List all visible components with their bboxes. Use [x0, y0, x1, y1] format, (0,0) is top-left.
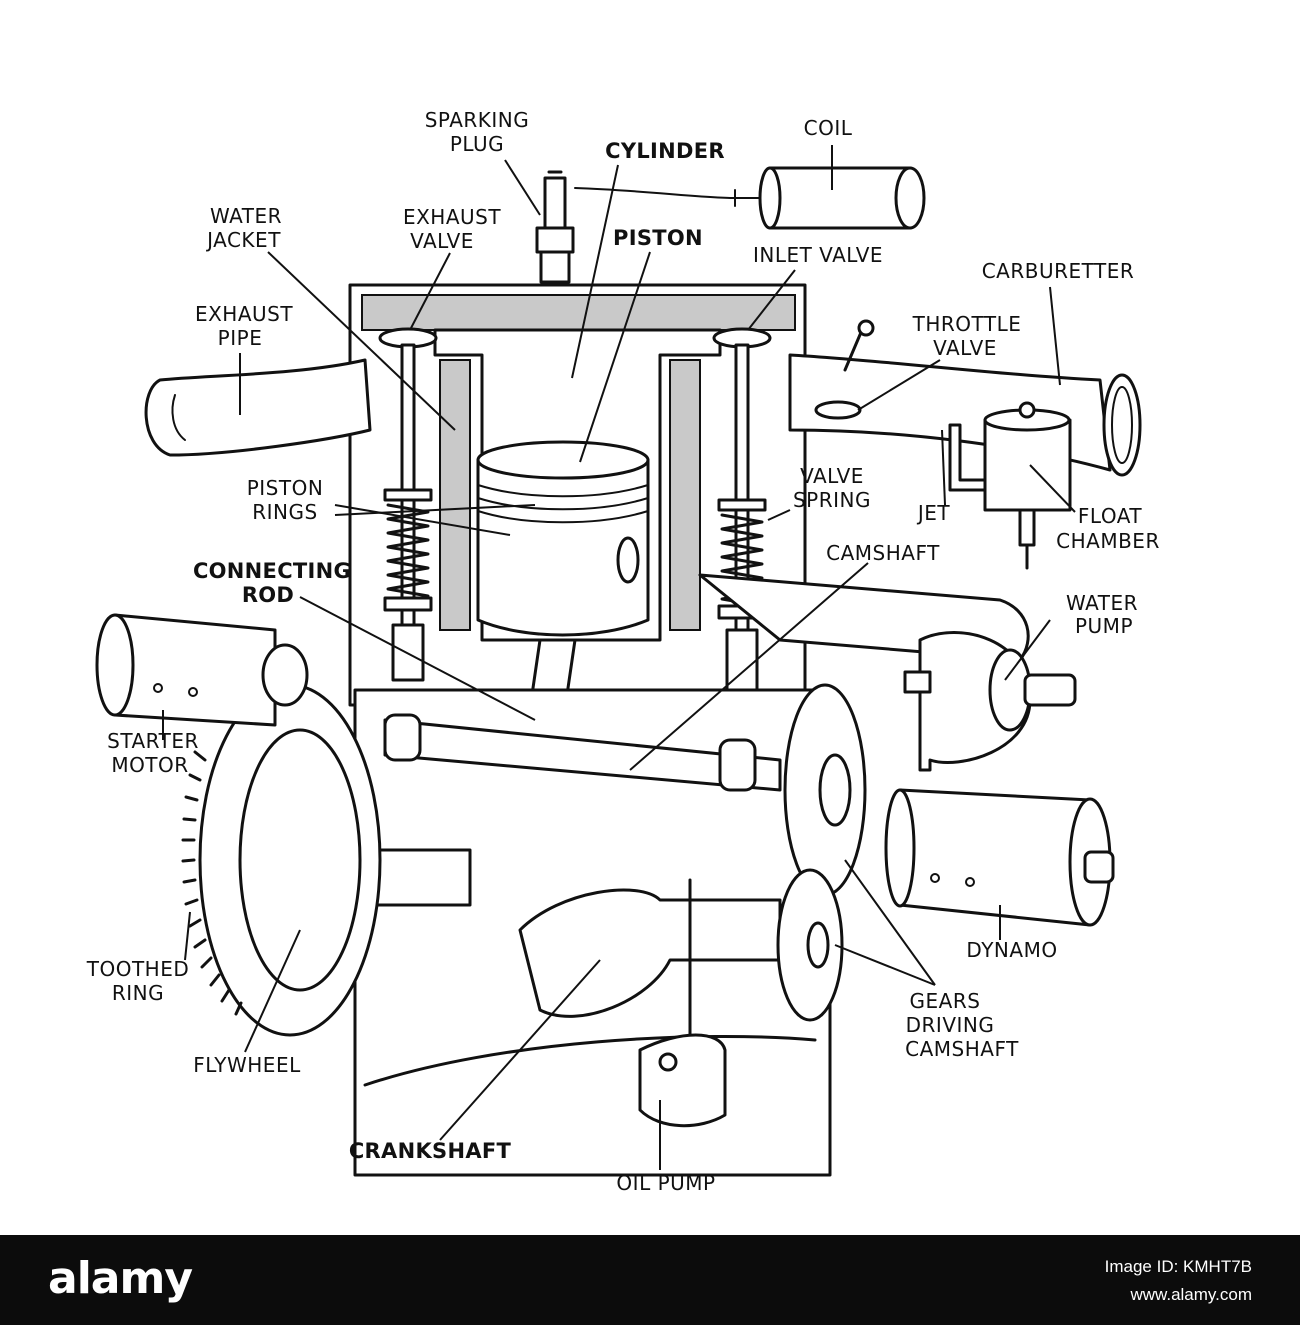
label-oil-pump: OIL PUMP: [616, 1171, 715, 1195]
label-exhaust-pipe: EXHAUST: [195, 302, 293, 326]
label-flywheel: FLYWHEEL: [193, 1053, 301, 1077]
camshaft-gears: [776, 683, 867, 1022]
label-water-jacket: WATER: [210, 204, 282, 228]
label-float-chamber: CHAMBER: [1056, 529, 1160, 553]
label-cylinder: CYLINDER: [605, 139, 725, 163]
label-jet: JET: [916, 501, 951, 525]
label-throttle-valve: VALVE: [933, 336, 997, 360]
label-exhaust-valve: EXHAUST: [403, 205, 501, 229]
label-coil: COIL: [804, 116, 853, 140]
camshaft: [383, 713, 782, 792]
label-exhaust-pipe: PIPE: [218, 326, 263, 350]
label-piston-rings: PISTON: [247, 476, 324, 500]
label-valve-spring: SPRING: [793, 488, 871, 512]
label-dynamo: DYNAMO: [966, 938, 1057, 962]
label-sparking-plug: SPARKING: [425, 108, 530, 132]
coil: [574, 166, 926, 230]
alamy-logo: alamy: [48, 1253, 193, 1304]
engine-drawing: [95, 166, 1142, 1177]
float-chamber: [948, 401, 1072, 570]
label-gears-driving-camshaft: GEARS: [910, 989, 981, 1013]
engine-diagram: SPARKING PLUG CYLINDER COIL WATER JACKET…: [85, 108, 1160, 1195]
label-float-chamber: FLOAT: [1078, 504, 1142, 528]
label-gears-driving-camshaft: CAMSHAFT: [905, 1037, 1019, 1061]
water-pump: [698, 573, 1077, 772]
label-throttle-valve: THROTTLE: [912, 312, 1022, 336]
label-water-pump: PUMP: [1075, 614, 1133, 638]
label-connecting-rod: ROD: [242, 583, 294, 607]
watermark-footer: alamy Image ID: KMHT7B www.alamy.com: [0, 1235, 1300, 1325]
dynamo: [884, 788, 1115, 927]
label-water-jacket: JACKET: [205, 228, 281, 252]
label-toothed-ring: TOOTHED: [86, 957, 190, 981]
oil-pump: [638, 878, 727, 1128]
label-starter-motor: MOTOR: [111, 753, 188, 777]
label-piston-rings: RINGS: [252, 500, 317, 524]
starter-motor: [95, 613, 309, 727]
label-piston: PISTON: [613, 226, 703, 250]
label-crankshaft: CRANKSHAFT: [349, 1139, 512, 1163]
leader-lines: [162, 145, 1076, 1170]
label-starter-motor: STARTER: [107, 729, 199, 753]
labels: SPARKING PLUG CYLINDER COIL WATER JACKET…: [86, 108, 1160, 1195]
label-camshaft: CAMSHAFT: [826, 541, 940, 565]
image-site-text: www.alamy.com: [1130, 1285, 1252, 1304]
exhaust-pipe: [144, 358, 372, 457]
image-id-text: Image ID: KMHT7B: [1104, 1257, 1252, 1276]
label-gears-driving-camshaft: DRIVING: [906, 1013, 995, 1037]
flywheel: [181, 683, 382, 1037]
label-toothed-ring: RING: [112, 981, 164, 1005]
label-exhaust-valve: VALVE: [410, 229, 474, 253]
label-water-pump: WATER: [1066, 591, 1138, 615]
label-carburetter: CARBURETTER: [982, 259, 1135, 283]
label-sparking-plug: PLUG: [450, 132, 504, 156]
label-connecting-rod: CONNECTING: [193, 559, 351, 583]
image-id: Image ID: KMHT7B www.alamy.com: [1105, 1253, 1252, 1309]
piston: [476, 440, 650, 637]
label-valve-spring: VALVE: [800, 464, 864, 488]
label-inlet-valve: INLET VALVE: [753, 243, 883, 267]
